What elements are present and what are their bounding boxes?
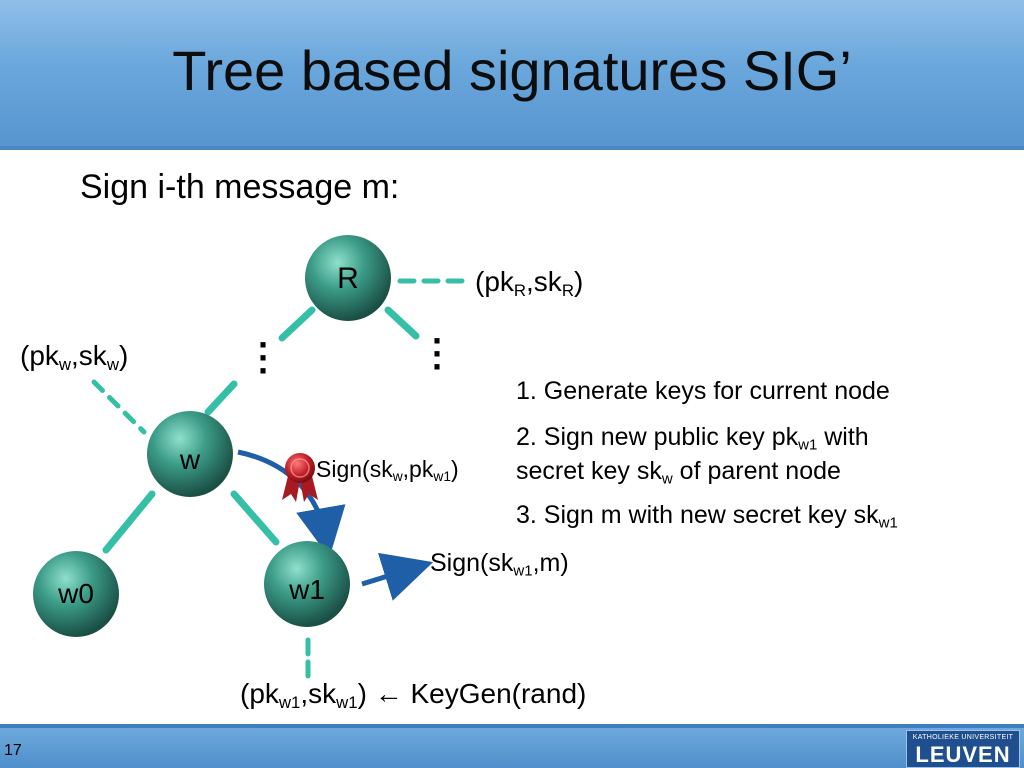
node-label-w0: w0 xyxy=(58,578,94,609)
ellipsis-right: ··· xyxy=(432,320,444,387)
page-number: 17 xyxy=(4,742,22,759)
slide-subtitle: Sign i-th message m: xyxy=(80,168,400,206)
step-1: 1. Generate keys for current node xyxy=(516,377,890,405)
logo-small-text: KATHOLIEKE UNIVERSITEIT xyxy=(912,734,1014,741)
step-3: 3. Sign m with new secret key skw1 xyxy=(516,501,898,532)
connector-w-keys xyxy=(91,379,147,435)
sign-m-label: Sign(skw1,m) xyxy=(430,549,569,580)
ellipsis-left: ··· xyxy=(258,324,270,391)
edge-to-w xyxy=(204,380,238,416)
edge-root-right xyxy=(384,306,420,340)
node-label-w: w xyxy=(179,444,201,475)
node-w0 xyxy=(33,551,119,637)
node-w xyxy=(147,411,233,497)
edge-w-w0 xyxy=(102,490,156,554)
root-keys-label: (pkR,skR) xyxy=(475,266,584,301)
header-divider xyxy=(0,146,1024,150)
slide-title: Tree based signatures SIG’ xyxy=(172,39,852,102)
footer-divider xyxy=(0,724,1024,728)
university-logo: KATHOLIEKE UNIVERSITEIT LEUVEN xyxy=(906,730,1020,768)
sign-pk-label: Sign(skw,pkw1) xyxy=(316,456,459,485)
node-w1 xyxy=(264,541,350,627)
seal-icon xyxy=(282,453,318,502)
edge-root-left xyxy=(278,306,316,342)
edge-w-w1 xyxy=(230,490,280,546)
keygen-label: (pkw1,skw1) ← KeyGen(rand) xyxy=(240,678,587,713)
slide-footer xyxy=(0,728,1024,768)
arrow-sign-m xyxy=(361,552,434,601)
key-connectors xyxy=(91,278,473,683)
logo-big-text: LEUVEN xyxy=(915,742,1011,767)
node-label-w1: w1 xyxy=(289,574,325,605)
w-keys-label: (pkw,skw) xyxy=(20,340,129,375)
tree-edges xyxy=(102,306,420,554)
node-label-root: R xyxy=(337,262,359,295)
node-root xyxy=(305,235,391,321)
slide-header xyxy=(0,0,1024,146)
